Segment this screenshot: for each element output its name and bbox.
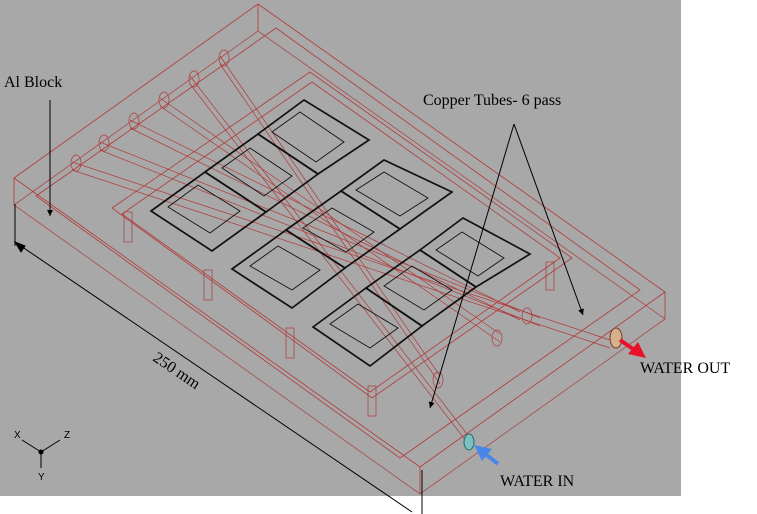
al-block-label: Al Block	[4, 74, 62, 91]
al-block-wireframe	[13, 3, 666, 495]
copper-tubes-leader-1	[513, 123, 584, 316]
power-modules	[149, 98, 532, 368]
water-out-label: WATER OUT	[640, 360, 730, 377]
dimension-250mm	[13, 204, 423, 514]
axis-z-label: Z	[64, 430, 70, 441]
water-in-label: WATER IN	[500, 473, 575, 490]
water-out-arrow	[618, 338, 646, 358]
axis-x-label: X	[14, 430, 21, 441]
copper-tubes-leader-2	[428, 123, 515, 409]
copper-tubes-label: Copper Tubes- 6 pass	[423, 92, 561, 109]
module-9	[418, 216, 532, 289]
module-details	[167, 111, 505, 349]
water-out-fitting	[609, 327, 623, 349]
axis-triad	[21, 439, 61, 468]
module-3	[256, 98, 371, 176]
water-in-arrow	[474, 445, 500, 466]
module-6	[339, 159, 454, 231]
copper-tube-passes	[70, 49, 611, 447]
axis-y-label: Y	[38, 472, 45, 483]
viewport-background	[0, 0, 681, 496]
water-in-fitting	[463, 433, 475, 451]
